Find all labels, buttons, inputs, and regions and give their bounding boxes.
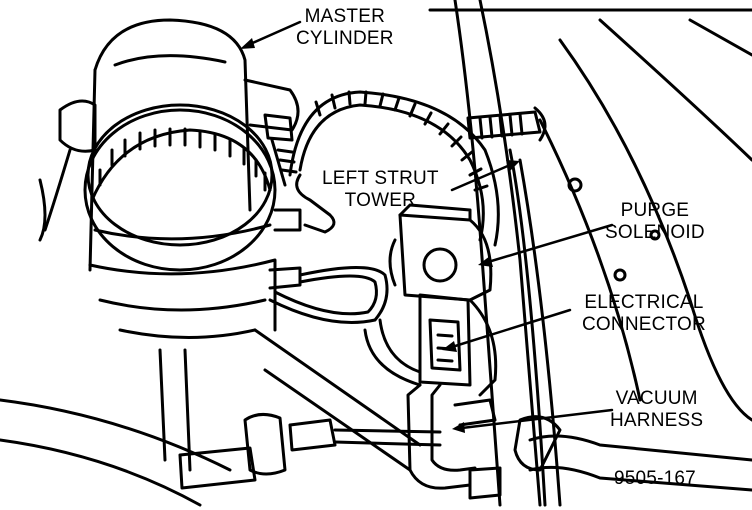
arrow-left-strut-tower bbox=[506, 160, 520, 171]
label-vacuum-harness: VACUUM HARNESS bbox=[610, 388, 703, 432]
leader-vacuum-harness bbox=[460, 408, 614, 430]
brake-lines bbox=[158, 208, 389, 472]
electrical-connector bbox=[363, 293, 498, 397]
label-left-strut-tower: LEFT STRUT TOWER bbox=[322, 168, 439, 212]
leader-left-strut-tower bbox=[450, 163, 512, 192]
wiring-harness bbox=[288, 90, 500, 247]
arrow-vacuum-harness bbox=[452, 422, 465, 433]
label-purge-solenoid: PURGE SOLENOID bbox=[605, 200, 705, 244]
label-left-strut-tower-line2: TOWER bbox=[344, 190, 417, 211]
arrow-master-cylinder bbox=[240, 38, 255, 49]
leader-lines bbox=[240, 20, 614, 433]
vacuum-harness-hose bbox=[406, 383, 502, 500]
strut-bolt bbox=[466, 106, 547, 142]
label-electrical-connector: ELECTRICAL CONNECTOR bbox=[582, 292, 706, 336]
label-master-cylinder-line2: CYLINDER bbox=[296, 28, 394, 49]
arrow-electrical-connector bbox=[442, 341, 457, 352]
master-cylinder bbox=[38, 18, 277, 339]
label-master-cylinder: MASTER CYLINDER bbox=[296, 6, 394, 50]
arrow-purge-solenoid bbox=[478, 256, 493, 267]
lower-fittings bbox=[178, 413, 752, 492]
figure-number: 9505-167 bbox=[614, 468, 696, 489]
label-purge-solenoid-line2: SOLENOID bbox=[605, 222, 705, 243]
inner-fender-lines bbox=[0, 8, 752, 507]
label-purge-solenoid-line1: PURGE bbox=[620, 200, 690, 221]
purge-solenoid bbox=[388, 203, 493, 302]
label-left-strut-tower-line1: LEFT STRUT bbox=[322, 168, 439, 189]
leader-electrical-connector bbox=[450, 308, 572, 349]
leader-purge-solenoid bbox=[486, 223, 614, 264]
label-electrical-connector-line1: ELECTRICAL bbox=[584, 292, 704, 313]
label-electrical-connector-line2: CONNECTOR bbox=[582, 314, 706, 335]
label-vacuum-harness-line1: VACUUM bbox=[615, 388, 698, 409]
label-vacuum-harness-line2: HARNESS bbox=[610, 410, 704, 431]
label-master-cylinder-line1: MASTER bbox=[304, 6, 386, 27]
strut-tower bbox=[453, 0, 661, 507]
leader-master-cylinder bbox=[246, 20, 302, 47]
